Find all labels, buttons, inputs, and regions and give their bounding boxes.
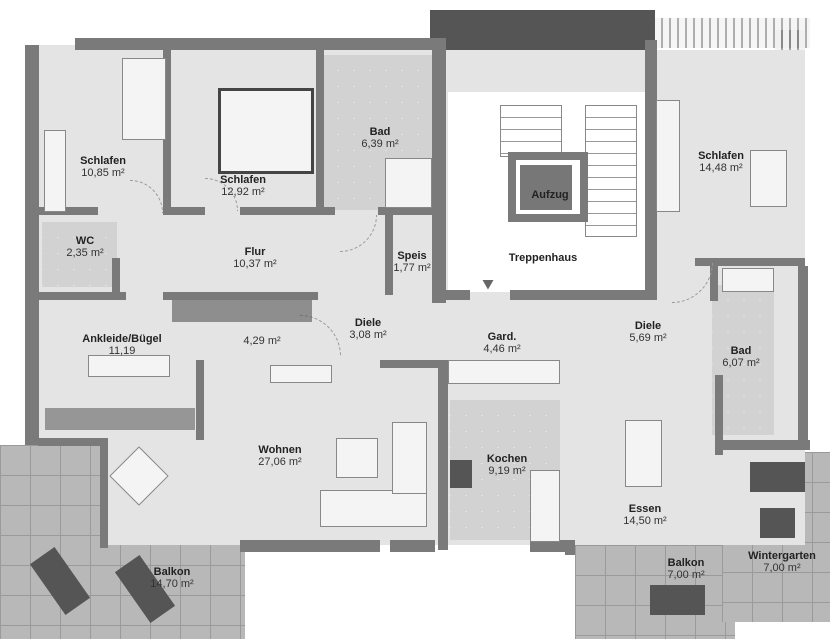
shoe-rack xyxy=(45,408,195,430)
wall xyxy=(385,215,393,295)
wall xyxy=(510,290,655,300)
wall xyxy=(75,38,445,50)
wall xyxy=(38,292,126,300)
wall xyxy=(38,207,98,215)
wall xyxy=(112,258,120,300)
wall xyxy=(100,438,108,548)
wall xyxy=(25,45,39,445)
dining-table xyxy=(625,420,662,487)
ironing-board xyxy=(88,355,170,377)
staircase xyxy=(500,105,562,157)
wall xyxy=(565,540,575,555)
desk xyxy=(656,100,680,212)
wall xyxy=(715,440,810,450)
outdoor-table xyxy=(650,585,705,615)
label-treppenhaus: Treppenhaus xyxy=(508,252,578,264)
wall xyxy=(798,266,808,446)
bad2-tiles xyxy=(712,285,774,435)
rack xyxy=(172,300,312,322)
double-bed xyxy=(218,88,314,174)
wall xyxy=(165,207,205,215)
wall xyxy=(438,360,448,550)
counter xyxy=(448,360,560,384)
bed xyxy=(122,58,166,140)
wall xyxy=(196,360,204,440)
sofa xyxy=(320,490,427,527)
label-aufzug: Aufzug xyxy=(531,189,569,201)
bathtub xyxy=(722,268,774,292)
stove xyxy=(450,460,472,488)
wall xyxy=(530,540,570,552)
wintergarten-sofa xyxy=(750,462,805,492)
wall xyxy=(390,540,435,552)
entrance-arrow-icon: ⯆ xyxy=(480,275,496,297)
label-gard: Gard.4,46 m² xyxy=(483,331,521,355)
wall xyxy=(163,292,318,300)
wintergarten-table xyxy=(760,508,795,538)
wall xyxy=(380,360,440,368)
wall xyxy=(710,266,718,301)
wc-tiles xyxy=(42,222,117,287)
wall xyxy=(38,438,103,446)
wall xyxy=(163,50,171,215)
coffee-table xyxy=(336,438,378,478)
wall xyxy=(378,207,438,215)
wall xyxy=(432,38,446,303)
counter xyxy=(530,470,560,542)
wall xyxy=(316,50,324,215)
wall xyxy=(645,40,657,300)
wardrobe xyxy=(44,130,66,212)
wall xyxy=(715,375,723,455)
wall xyxy=(240,540,380,552)
wall xyxy=(240,207,335,215)
label-abstell: 4,29 m² xyxy=(243,335,281,347)
wall xyxy=(440,290,470,300)
wall xyxy=(695,258,805,266)
shower xyxy=(385,158,432,208)
sofa-arm xyxy=(392,422,427,494)
elevator-cabin xyxy=(520,165,572,210)
bed xyxy=(750,150,787,207)
tv-board xyxy=(270,365,332,383)
staircase xyxy=(585,105,637,237)
